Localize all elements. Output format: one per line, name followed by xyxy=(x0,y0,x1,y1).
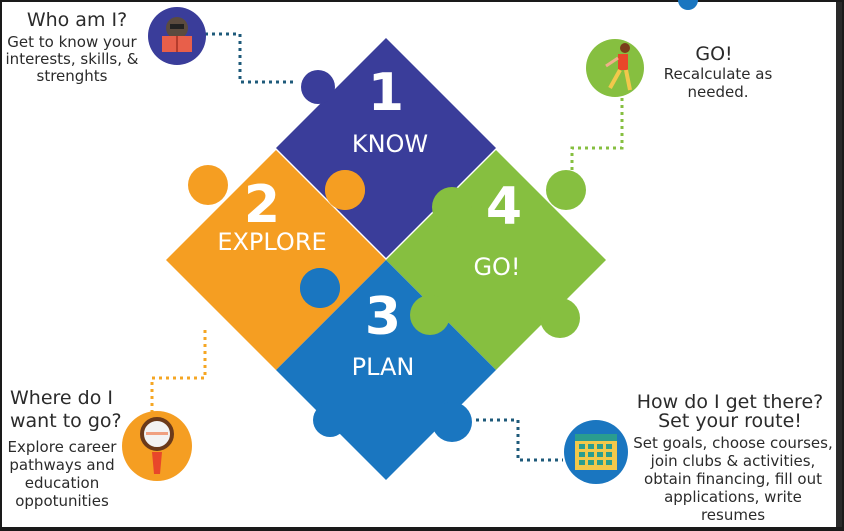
callout-how-subtitle: Set your route! xyxy=(658,410,802,432)
callout-how-title: How do I get there? xyxy=(637,391,823,413)
piece-label-know: KNOW xyxy=(352,130,428,158)
callout-where-title-2: want to go? xyxy=(10,410,122,432)
callout-where-line-1: Explore career xyxy=(8,438,118,456)
callout-go-title: GO! xyxy=(695,43,732,65)
callout-who-line-2: interests, skills, & xyxy=(6,50,139,68)
piece-label-go: GO! xyxy=(473,253,520,281)
piece-label-plan: PLAN xyxy=(352,353,415,381)
piece-number-3: 3 xyxy=(365,287,401,347)
piece-number-4: 4 xyxy=(486,177,522,237)
callout-who-line-3: strenghts xyxy=(37,67,108,85)
connector-how xyxy=(476,418,563,462)
magnifier-icon xyxy=(122,411,192,481)
callout-where-line-3: education xyxy=(25,474,99,492)
callout-go-line-2: needed. xyxy=(687,83,748,101)
callout-how-line-4: applications, write xyxy=(664,488,802,506)
piece-label-explore: EXPLORE xyxy=(217,228,326,256)
callout-where-line-4: oppotunities xyxy=(15,492,109,510)
callout-go-line-1: Recalculate as xyxy=(664,65,773,83)
callout-how-line-1: Set goals, choose courses, xyxy=(633,434,832,452)
callout-where-title-1: Where do I xyxy=(10,387,113,409)
connector-who xyxy=(205,32,295,84)
callout-who-line-1: Get to know your xyxy=(7,33,137,51)
callout-who-title: Who am I? xyxy=(27,9,127,31)
connector-where xyxy=(150,330,207,412)
callout-how-line-5: resumes xyxy=(701,506,765,524)
piece-number-1: 1 xyxy=(368,63,404,123)
reader-icon xyxy=(148,7,206,65)
piece-number-2: 2 xyxy=(244,175,280,235)
callout-where-line-2: pathways and xyxy=(9,456,114,474)
connector-go xyxy=(570,98,624,185)
callout-how-line-2: join clubs & activities, xyxy=(650,452,816,470)
calendar-icon xyxy=(564,420,628,484)
callout-how-line-3: obtain financing, fill out xyxy=(644,470,822,488)
runner-icon xyxy=(586,39,644,97)
top-circle-fragment xyxy=(678,0,698,10)
